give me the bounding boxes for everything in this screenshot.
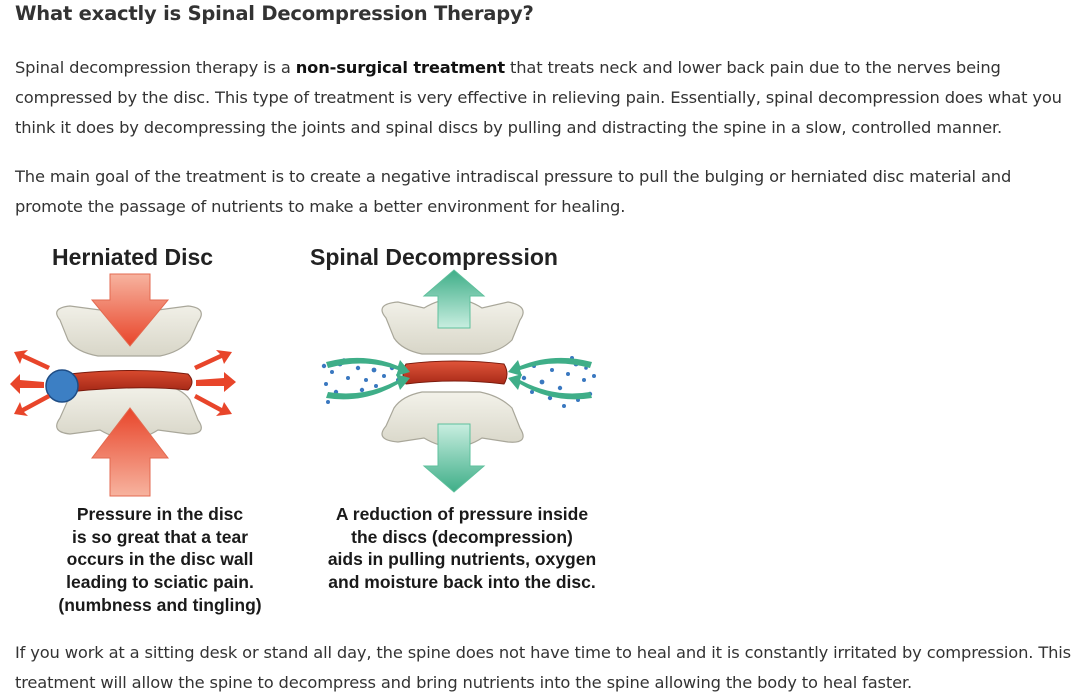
paragraph-intro: Spinal decompression therapy is a non-su… bbox=[15, 53, 1077, 143]
compressed-disc bbox=[51, 369, 193, 395]
pressure-arrow-down bbox=[90, 273, 170, 347]
decompressed-disc bbox=[402, 360, 508, 385]
spinal-decompression-title: Spinal Decompression bbox=[310, 244, 558, 270]
caption-line: and moisture back into the disc. bbox=[328, 572, 596, 593]
caption-line: leading to sciatic pain. bbox=[66, 572, 254, 593]
traction-arrow-up bbox=[422, 269, 486, 329]
caption-line: aids in pulling nutrients, oxygen bbox=[327, 549, 597, 570]
traction-arrow-down bbox=[422, 423, 486, 493]
herniated-disc-drawing bbox=[10, 273, 236, 497]
paragraph-intro-start: Spinal decompression therapy is a bbox=[15, 58, 296, 77]
caption-line: Pressure in the disc bbox=[76, 504, 244, 524]
inward-nutrient-arrows bbox=[326, 357, 592, 400]
paragraph-closing: If you work at a sitting desk or stand a… bbox=[15, 643, 1071, 692]
side-pressure-arrows bbox=[10, 350, 236, 416]
lower-vertebra bbox=[381, 391, 524, 448]
caption-line: the discs (decompression) bbox=[351, 526, 573, 547]
herniated-disc-title: Herniated Disc bbox=[52, 244, 214, 270]
caption-line: is so great that a tear bbox=[71, 526, 249, 547]
page-heading: What exactly is Spinal Decompression The… bbox=[15, 2, 534, 25]
paragraph-goal: The main goal of the treatment is to cre… bbox=[15, 167, 1012, 216]
pressure-arrow-up bbox=[90, 407, 170, 497]
herniation-blob bbox=[45, 369, 79, 403]
bold-term-non-surgical: non-surgical treatment bbox=[295, 58, 505, 77]
caption-line: (numbness and tingling) bbox=[58, 594, 262, 615]
decompression-drawing bbox=[321, 269, 596, 493]
caption-line: occurs in the disc wall bbox=[66, 549, 254, 570]
paragraph-intro-end: that treats neck and lower back pain due… bbox=[15, 58, 1062, 137]
caption-line: A reduction of pressure inside bbox=[335, 504, 589, 524]
